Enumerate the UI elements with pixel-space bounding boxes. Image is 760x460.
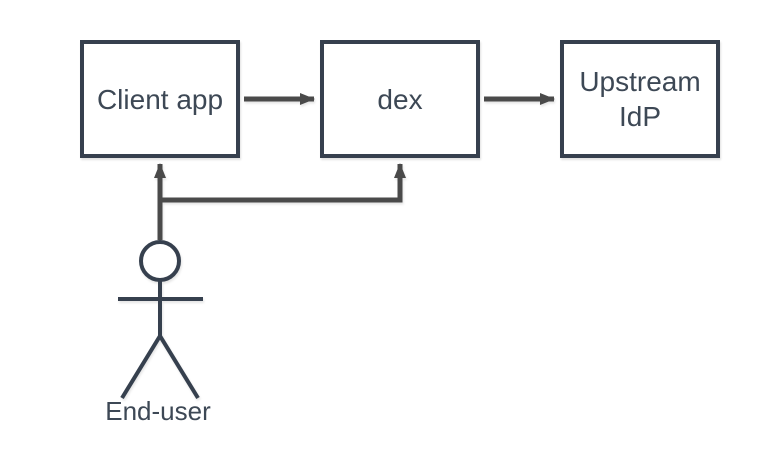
actor-head: [139, 240, 181, 282]
end-user-actor-icon: [118, 240, 203, 400]
end-user-label: End-user: [105, 396, 211, 426]
node-upstream-idp: Upstream IdP: [560, 40, 720, 158]
node-client-app: Client app: [80, 40, 240, 158]
node-label: dex: [377, 83, 423, 115]
node-label: Upstream IdP: [579, 66, 701, 132]
actor-legs: [120, 332, 200, 400]
node-dex: dex: [320, 40, 480, 158]
node-label: Client app: [96, 83, 224, 115]
edge-end-user-to-dex: [160, 163, 406, 203]
